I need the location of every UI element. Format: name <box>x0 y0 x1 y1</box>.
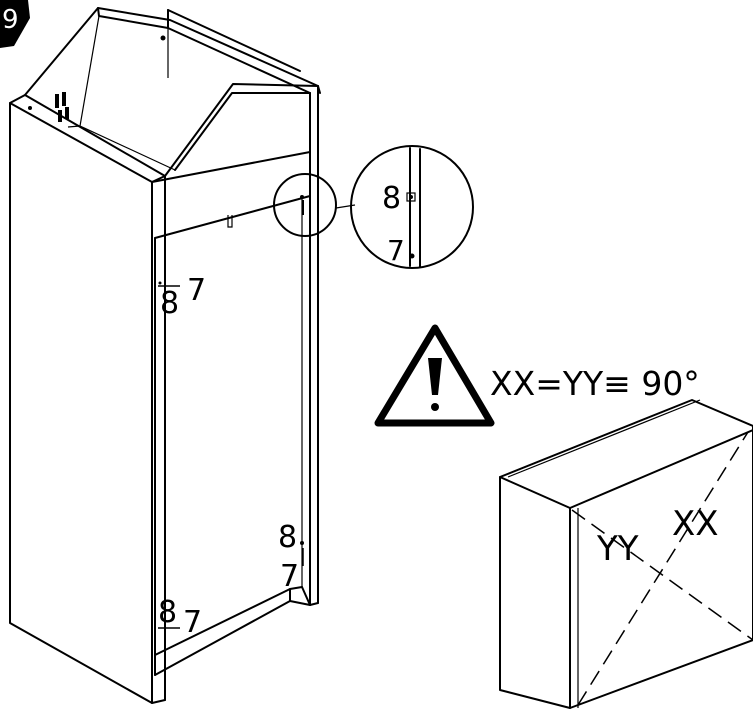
bottom-left-label-8: 8 <box>158 595 177 630</box>
callout-label-7: 7 <box>387 234 405 267</box>
step-number: 9 <box>2 5 19 35</box>
callout-label-8: 8 <box>382 181 401 216</box>
detail-callout <box>273 145 474 269</box>
squareness-formula: XX=YY≡ 90° <box>490 364 700 403</box>
diagonal-label-yy: YY <box>596 529 639 569</box>
top-left-label-7: 7 <box>187 273 206 308</box>
diagonal-check-box <box>499 399 753 709</box>
bottom-right-label-8: 8 <box>278 520 297 555</box>
warning-triangle-icon <box>374 324 495 427</box>
bottom-left-label-7: 7 <box>183 605 202 640</box>
top-left-label-8: 8 <box>160 286 179 321</box>
step-badge: 9 <box>0 0 30 48</box>
part-labels: 8 7 8 7 8 7 8 7 <box>158 181 405 640</box>
diagonal-label-xx: XX <box>672 504 719 544</box>
bottom-right-label-7: 7 <box>280 559 299 594</box>
wardrobe-cabinet <box>9 7 321 704</box>
